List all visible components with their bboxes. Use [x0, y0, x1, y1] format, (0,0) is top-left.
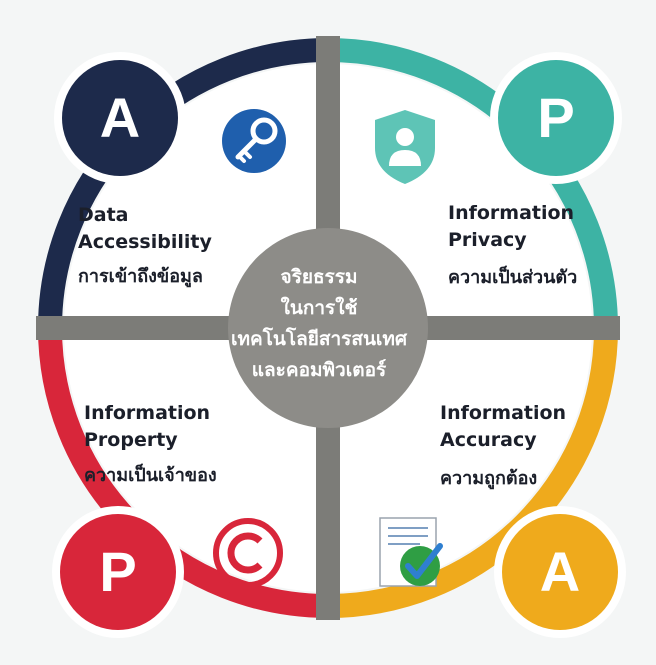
center-title: จริยธรรม ในการใช้ เทคโนโลยีสารสนเทศ และค…	[224, 262, 414, 386]
privacy-thai: ความเป็นส่วนตัว	[448, 267, 578, 288]
badge-accuracy	[494, 506, 626, 638]
badge-property	[52, 506, 184, 638]
center-line-1: จริยธรรม	[280, 266, 358, 288]
accuracy-title-line1: Information	[440, 402, 567, 424]
badge-letter-privacy: P	[537, 86, 575, 149]
badge-letter-accuracy: A	[539, 540, 581, 603]
accuracy-thai: ความถูกต้อง	[440, 468, 538, 489]
copyright-icon	[213, 518, 283, 588]
property-title-line2: Property	[84, 429, 178, 451]
center-circle	[228, 228, 428, 428]
property-title-line1: Information	[84, 402, 211, 424]
badge-letter-accessibility: A	[99, 86, 141, 149]
privacy-title-line1: Information	[448, 202, 575, 224]
accessibility-title-line2: Accessibility	[78, 231, 212, 253]
center-line-4: และคอมพิวเตอร์	[251, 359, 387, 381]
badge-letter-property: P	[99, 540, 137, 603]
shield-person-icon	[375, 110, 435, 184]
badge-privacy	[490, 52, 622, 184]
accessibility-thai: การเข้าถึงข้อมูล	[78, 266, 203, 287]
accuracy-title-line2: Accuracy	[440, 429, 537, 451]
accessibility-title-line1: Data	[78, 204, 129, 226]
badge-accessibility	[54, 52, 186, 184]
key-icon	[222, 109, 286, 173]
center-line-3: เทคโนโลยีสารสนเทศ	[230, 328, 408, 350]
privacy-title-line2: Privacy	[448, 229, 527, 251]
center-line-2: ในการใช้	[280, 297, 358, 319]
checked-document-icon	[379, 517, 443, 587]
property-thai: ความเป็นเจ้าของ	[84, 465, 217, 486]
